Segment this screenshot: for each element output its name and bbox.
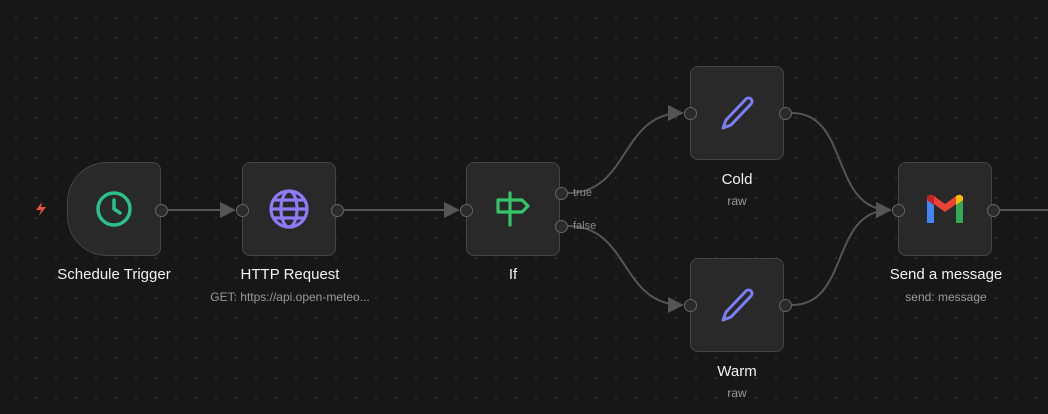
http-output-handle[interactable]	[331, 204, 344, 217]
node-label: Warm	[717, 363, 757, 380]
pencil-icon	[721, 288, 754, 322]
warm-input-handle[interactable]	[684, 299, 697, 312]
cold-output-handle[interactable]	[779, 107, 792, 120]
edge-if-cold	[567, 105, 684, 194]
schedule-output-handle[interactable]	[155, 204, 168, 217]
edge-cold-gmail	[791, 112, 892, 218]
node-warm[interactable]	[690, 258, 784, 352]
if-false-handle[interactable]	[555, 220, 568, 233]
node-subtitle: raw	[727, 194, 747, 208]
node-subtitle: GET: https://api.open-meteo...	[210, 290, 370, 304]
node-label: Send a message	[889, 266, 1003, 283]
if-false-label: false	[573, 220, 597, 232]
if-input-handle[interactable]	[460, 204, 473, 217]
node-subtitle: raw	[727, 386, 747, 400]
edge-warm-gmail	[791, 202, 892, 306]
if-true-handle[interactable]	[555, 187, 568, 200]
trigger-bolt-icon	[36, 202, 46, 216]
pencil-icon	[721, 96, 754, 130]
globe-icon	[269, 189, 309, 229]
send-input-handle[interactable]	[892, 204, 905, 217]
node-if[interactable]	[466, 162, 560, 256]
cold-input-handle[interactable]	[684, 107, 697, 120]
node-label: HTTP Request	[240, 266, 340, 283]
warm-output-handle[interactable]	[779, 299, 792, 312]
gmail-icon	[927, 194, 963, 223]
node-label: Cold	[721, 171, 753, 188]
http-input-handle[interactable]	[236, 204, 249, 217]
edge-if-warm	[567, 225, 684, 313]
node-label: If	[508, 266, 518, 283]
node-http-request[interactable]	[242, 162, 336, 256]
node-cold[interactable]	[690, 66, 784, 160]
node-subtitle: send: message	[905, 290, 987, 304]
node-schedule-trigger[interactable]	[67, 162, 161, 256]
if-true-label: true	[573, 187, 592, 199]
node-label: Schedule Trigger	[57, 266, 171, 283]
clock-icon	[96, 191, 132, 227]
send-output-handle[interactable]	[987, 204, 1000, 217]
signpost-icon	[496, 191, 530, 227]
node-send-message[interactable]	[898, 162, 992, 256]
